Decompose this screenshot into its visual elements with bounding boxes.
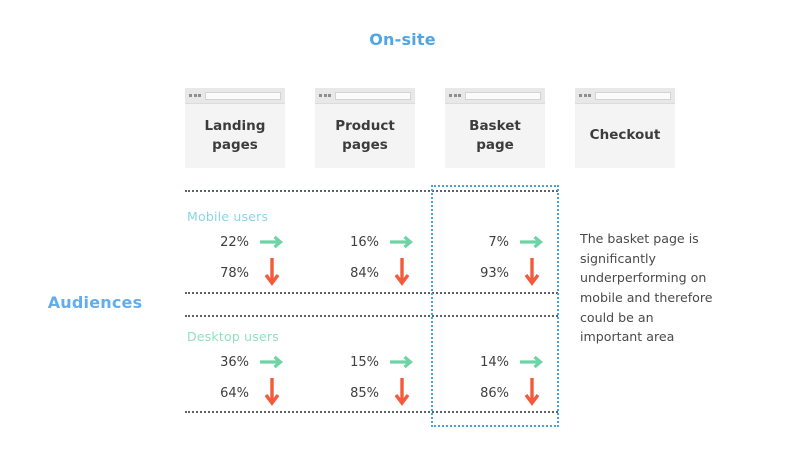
metric-value: 78% — [220, 265, 249, 281]
arrow-down-icon — [389, 378, 415, 406]
metric-value: 14% — [480, 354, 509, 370]
window-dots-icon — [579, 94, 591, 97]
step-card-label: Product pages — [335, 118, 395, 153]
arrow-right-icon — [389, 232, 415, 252]
browser-window-icon — [185, 88, 285, 104]
browser-window-icon — [445, 88, 545, 104]
metric-value: 93% — [480, 265, 509, 281]
step-card-label: Landing pages — [204, 118, 266, 153]
arrow-right-icon — [259, 352, 285, 372]
arrow-down-icon — [259, 378, 285, 406]
metric-value: 84% — [350, 265, 379, 281]
step-card-landing-pages[interactable]: Landing pages — [185, 88, 285, 168]
browser-window-icon — [315, 88, 415, 104]
metric-desktop-landing-dropoff: 64% — [185, 378, 285, 406]
row-separator-bottom — [185, 411, 558, 413]
address-bar-icon — [205, 91, 281, 100]
metric-value: 36% — [220, 354, 249, 370]
arrow-right-icon — [389, 352, 415, 372]
arrow-right-icon — [519, 232, 545, 252]
metric-mobile-basket-continue: 7% — [445, 232, 545, 252]
metric-mobile-product-continue: 16% — [315, 232, 415, 252]
arrow-down-icon — [519, 378, 545, 406]
arrow-right-icon — [519, 352, 545, 372]
metric-value: 7% — [488, 234, 509, 250]
metric-mobile-basket-dropoff: 93% — [445, 258, 545, 286]
row-separator-desktop-top — [185, 315, 558, 317]
row-separator-top — [185, 190, 558, 192]
metric-desktop-landing-continue: 36% — [185, 352, 285, 372]
axis-label-audiences: Audiences — [47, 293, 143, 312]
window-dots-icon — [449, 94, 461, 97]
metric-value: 15% — [350, 354, 379, 370]
step-card-basket-page[interactable]: Basket page — [445, 88, 545, 168]
step-card-checkout[interactable]: Checkout — [575, 88, 675, 168]
highlight-box-basket-page[interactable] — [431, 185, 559, 427]
arrow-right-icon — [259, 232, 285, 252]
browser-window-icon — [575, 88, 675, 104]
arrow-down-icon — [519, 258, 545, 286]
annotation-text: The basket page is significantly underpe… — [580, 231, 713, 345]
audience-label-mobile-users: Mobile users — [187, 209, 269, 224]
metric-mobile-landing-continue: 22% — [185, 232, 285, 252]
metric-desktop-product-dropoff: 85% — [315, 378, 415, 406]
metric-desktop-basket-continue: 14% — [445, 352, 545, 372]
step-card-label: Checkout — [589, 127, 661, 144]
step-card-label: Basket page — [469, 118, 521, 153]
arrow-down-icon — [259, 258, 285, 286]
step-card-product-pages[interactable]: Product pages — [315, 88, 415, 168]
metric-desktop-product-continue: 15% — [315, 352, 415, 372]
audience-label-desktop-users: Desktop users — [187, 329, 279, 344]
metric-value: 16% — [350, 234, 379, 250]
metric-value: 85% — [350, 385, 379, 401]
address-bar-icon — [335, 91, 411, 100]
window-dots-icon — [319, 94, 331, 97]
address-bar-icon — [595, 91, 671, 100]
metric-value: 86% — [480, 385, 509, 401]
metric-value: 64% — [220, 385, 249, 401]
arrow-down-icon — [389, 258, 415, 286]
row-separator-mobile-bottom — [185, 292, 558, 294]
address-bar-icon — [465, 91, 541, 100]
metric-value: 22% — [220, 234, 249, 250]
metric-mobile-product-dropoff: 84% — [315, 258, 415, 286]
metric-mobile-landing-dropoff: 78% — [185, 258, 285, 286]
metric-desktop-basket-dropoff: 86% — [445, 378, 545, 406]
window-dots-icon — [189, 94, 201, 97]
page-title-onsite: On-site — [369, 30, 436, 49]
